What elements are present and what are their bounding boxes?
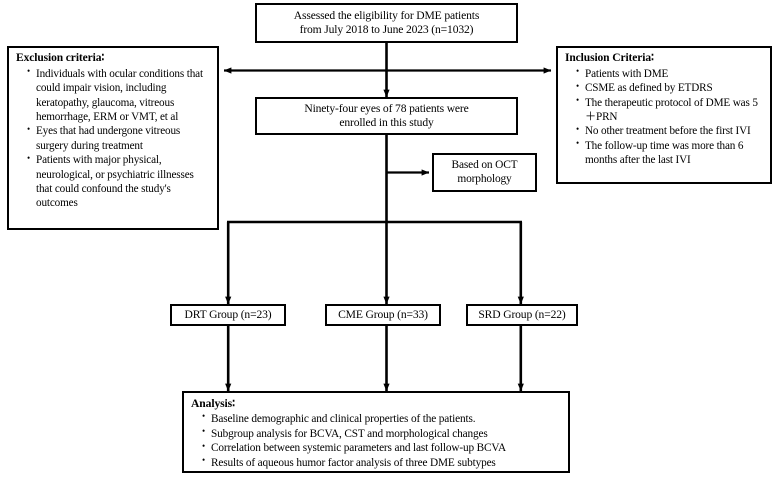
node-enrolled-eyes: Ninety-four eyes of 78 patients were enr… bbox=[255, 97, 518, 135]
node-exclusion-criteria: Exclusion criteria∶ Individuals with ocu… bbox=[7, 46, 219, 230]
list-item: Baseline demographic and clinical proper… bbox=[202, 411, 563, 427]
node-group-drt: DRT Group (n=23) bbox=[170, 304, 286, 326]
list-item: CSME as defined by ETDRS bbox=[576, 81, 764, 95]
list-item: The follow-up time was more than 6 month… bbox=[576, 138, 764, 168]
list-item: Correlation between systemic parameters … bbox=[202, 441, 563, 456]
node-inclusion-criteria: Inclusion Criteria∶ Patients with DME CS… bbox=[556, 46, 772, 184]
list-item: Patients with major physical, neurologic… bbox=[27, 153, 211, 211]
oct-line-1: Based on OCT bbox=[451, 159, 518, 172]
enrolled-line-1: Ninety-four eyes of 78 patients were bbox=[304, 102, 469, 116]
list-item: Subgroup analysis for BCVA, CST and morp… bbox=[202, 426, 563, 442]
exclusion-criteria-list: Individuals with ocular conditions that … bbox=[16, 66, 211, 211]
list-item: Eyes that had undergone vitreous surgery… bbox=[27, 124, 211, 153]
node-assessed-eligibility: Assessed the eligibility for DME patient… bbox=[255, 3, 518, 43]
assessed-line-2: from July 2018 to June 2023 (n=1032) bbox=[299, 23, 474, 36]
list-item: The therapeutic protocol of DME was 5＋PR… bbox=[576, 95, 764, 125]
node-group-cme: CME Group (n=33) bbox=[325, 304, 441, 326]
list-item: Patients with DME bbox=[576, 66, 764, 81]
list-item: Individuals with ocular conditions that … bbox=[27, 66, 211, 125]
enrolled-line-2: enrolled in this study bbox=[339, 116, 434, 129]
inclusion-heading: Inclusion Criteria∶ bbox=[565, 52, 654, 64]
node-based-on-oct-morphology: Based on OCT morphology bbox=[432, 153, 537, 192]
node-analysis: Analysis∶ Baseline demographic and clini… bbox=[182, 391, 570, 473]
oct-line-2: morphology bbox=[457, 172, 512, 185]
exclusion-heading: Exclusion criteria∶ bbox=[16, 52, 105, 64]
node-group-srd: SRD Group (n=22) bbox=[466, 304, 578, 326]
analysis-list: Baseline demographic and clinical proper… bbox=[191, 411, 563, 471]
list-item: No other treatment before the first IVI bbox=[576, 124, 764, 138]
connector-groups-to-analysis bbox=[225, 326, 524, 392]
list-item: Results of aqueous humor factor analysis… bbox=[202, 455, 563, 471]
assessed-line-1: Assessed the eligibility for DME patient… bbox=[293, 9, 480, 23]
inclusion-criteria-list: Patients with DME CSME as defined by ETD… bbox=[565, 66, 764, 168]
connector-split-to-groups bbox=[225, 220, 524, 305]
analysis-heading: Analysis∶ bbox=[191, 397, 235, 410]
